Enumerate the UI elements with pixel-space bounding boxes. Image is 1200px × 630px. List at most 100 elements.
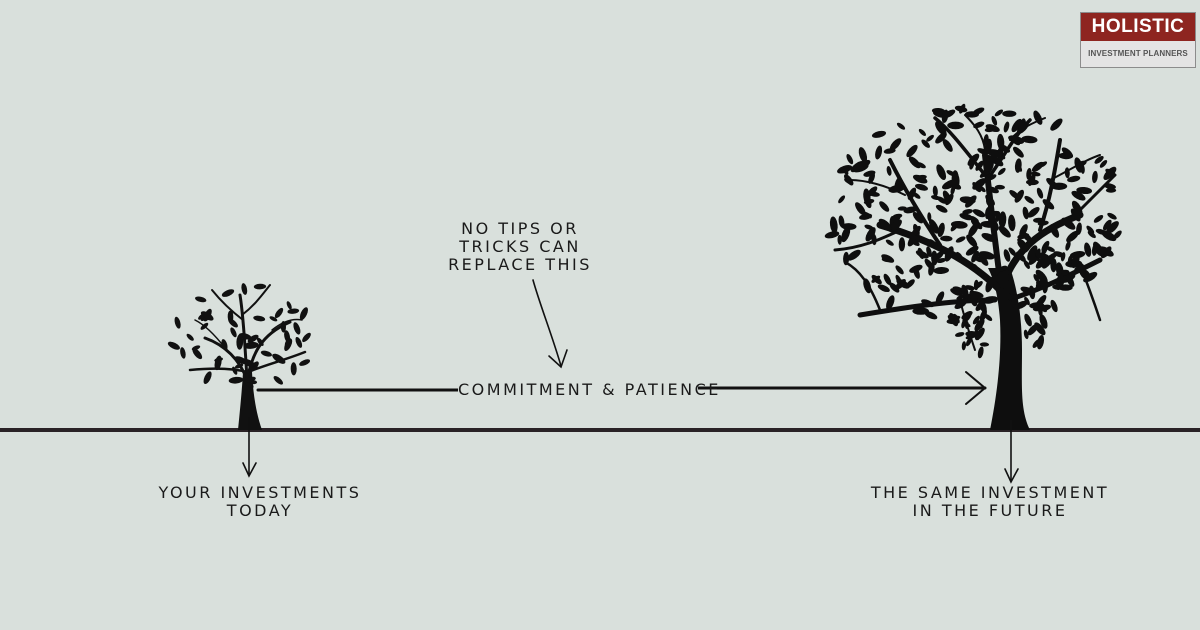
leaf — [926, 246, 932, 258]
leaf — [863, 199, 875, 205]
leaf — [1019, 224, 1028, 237]
leaf — [1050, 118, 1063, 131]
leaf — [950, 288, 963, 296]
leaf — [933, 251, 944, 261]
leaf — [921, 299, 935, 308]
leaf — [284, 337, 291, 347]
leaf — [965, 334, 975, 340]
leaf — [966, 234, 978, 248]
leaf — [1070, 208, 1081, 222]
leaf — [200, 311, 214, 321]
leaf — [961, 341, 967, 351]
leaf — [969, 215, 979, 223]
leaf — [824, 231, 840, 239]
leaf — [871, 233, 877, 246]
leaf — [228, 376, 244, 384]
leaf — [272, 353, 286, 364]
leaf — [1003, 121, 1010, 133]
leaf — [912, 174, 928, 184]
leaf — [1011, 118, 1022, 133]
leaf — [950, 220, 968, 229]
leaf — [979, 309, 987, 322]
leaf — [977, 148, 988, 155]
leaf — [903, 206, 918, 214]
leaf — [907, 187, 917, 200]
leaf — [994, 109, 1004, 117]
leaf — [1013, 300, 1028, 310]
leaf — [1086, 225, 1095, 234]
leaf — [1041, 244, 1048, 255]
leaf — [200, 322, 209, 330]
leaf — [917, 247, 925, 260]
leaf — [1061, 147, 1074, 158]
leaf — [991, 115, 998, 126]
leaf — [936, 257, 947, 264]
leaf — [167, 341, 180, 350]
left-caption-line: TODAY — [226, 501, 294, 520]
leaf — [1026, 168, 1032, 180]
leaf — [1008, 214, 1016, 232]
leaf — [881, 254, 895, 263]
leaf — [1023, 329, 1029, 340]
leaf — [973, 264, 979, 273]
leaf — [1011, 138, 1021, 146]
leaf — [1028, 285, 1036, 300]
leaf — [947, 315, 955, 324]
leaf — [930, 195, 941, 201]
leaf — [1024, 195, 1035, 204]
leaf — [871, 274, 882, 285]
leaf — [979, 170, 989, 178]
leaf — [221, 289, 235, 297]
leaf — [975, 160, 984, 171]
leaf — [1094, 155, 1104, 164]
leaf — [1031, 171, 1041, 177]
annotation-line: REPLACE THIS — [448, 255, 592, 274]
leaf — [975, 299, 986, 312]
leaf — [1071, 190, 1086, 201]
leaf — [245, 376, 256, 383]
leaf — [243, 341, 259, 349]
leaf — [1071, 200, 1083, 216]
leaf — [269, 316, 278, 322]
leaf — [1039, 314, 1048, 329]
leaf — [1035, 269, 1048, 284]
leaf — [274, 307, 284, 319]
leaf — [954, 299, 968, 310]
leaf — [928, 219, 939, 234]
leaf — [936, 164, 947, 181]
leaf — [997, 167, 1006, 176]
annotation-line: NO TIPS OR — [461, 219, 579, 238]
leaf — [1036, 335, 1045, 350]
leaf — [242, 359, 256, 368]
leaf — [1050, 182, 1068, 190]
leaf — [1093, 241, 1104, 257]
leaf — [928, 239, 938, 249]
leaf — [241, 283, 248, 295]
leaf — [1066, 230, 1079, 243]
leaf — [985, 124, 1000, 133]
leaf — [978, 253, 989, 266]
leaf — [290, 362, 297, 376]
leaf — [295, 336, 303, 348]
leaf — [888, 219, 902, 233]
leaf — [1003, 249, 1011, 262]
leaf — [978, 185, 986, 193]
leaf — [959, 213, 973, 221]
leaf — [964, 111, 979, 118]
leaf — [883, 273, 892, 286]
leaf — [1027, 245, 1038, 261]
leaf — [247, 334, 259, 343]
leaf — [1002, 110, 1017, 117]
leaf — [286, 301, 292, 310]
leaf — [982, 296, 998, 304]
leaf — [1022, 206, 1029, 220]
right-caption-line: IN THE FUTURE — [912, 501, 1068, 520]
holistic-logo[interactable]: HOLISTIC INVESTMENT PLANNERS — [1080, 12, 1196, 68]
leaf — [1067, 175, 1081, 183]
annotation-arrow — [532, 279, 568, 369]
leaf — [1084, 242, 1092, 257]
leaf — [1076, 186, 1093, 195]
leaf — [972, 178, 987, 190]
leaf — [1024, 296, 1030, 306]
leaf — [1008, 247, 1017, 257]
